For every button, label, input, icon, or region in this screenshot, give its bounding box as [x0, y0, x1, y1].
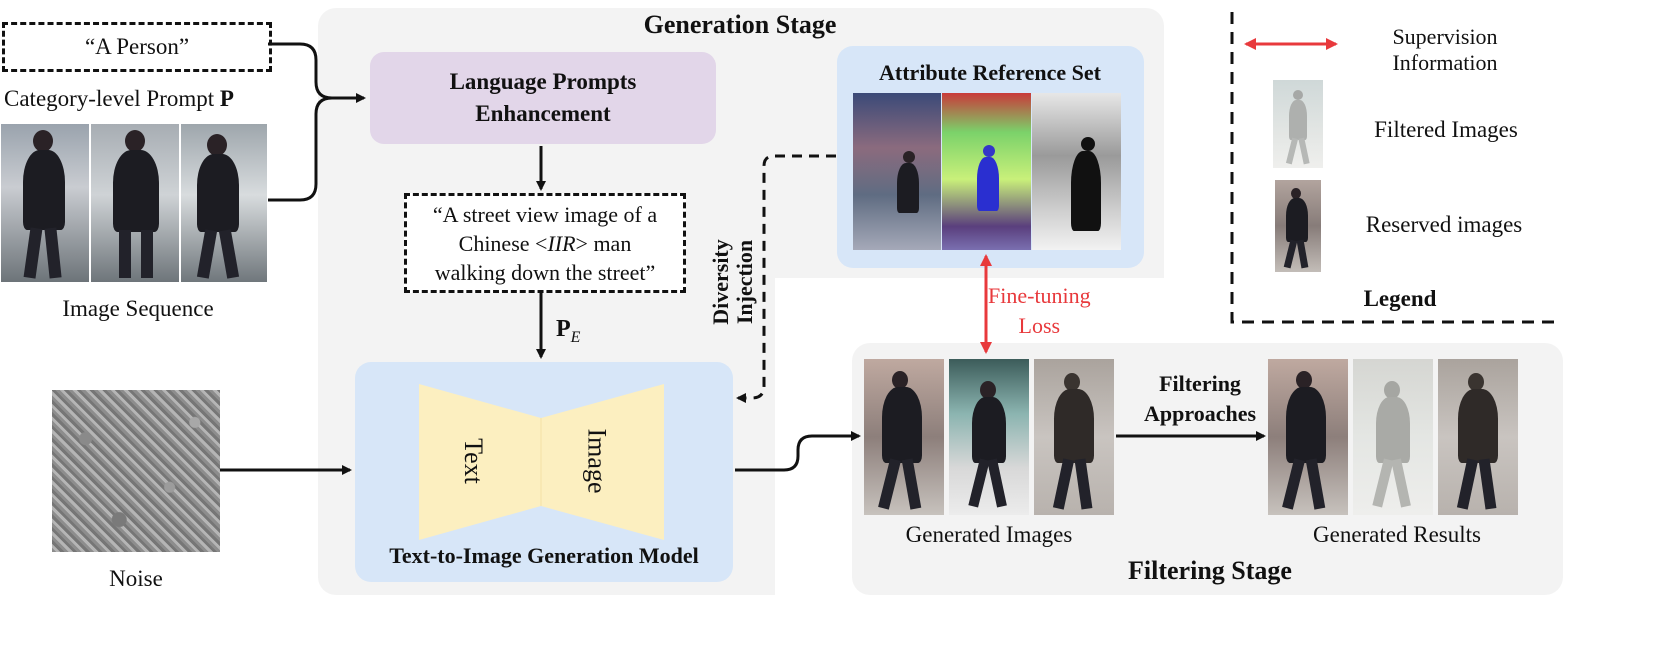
model-title: Text-to-Image Generation Model [389, 543, 699, 568]
prompt-to-enhancement-arrow [268, 42, 366, 103]
diversity-injection-arrow [736, 154, 836, 403]
category-prompt-label: Category-level Prompt P [4, 86, 234, 111]
legend-filtered-images-label: Filtered Images [1374, 117, 1518, 142]
sequence-to-enhancement-arrow [268, 96, 333, 202]
legend-frame [1230, 12, 1561, 324]
language-prompts-enhancement-box: Language Prompts Enhancement [370, 52, 716, 144]
noise-label: Noise [109, 566, 163, 591]
fine-tuning-loss-label: Fine-tuning Loss [988, 283, 1091, 338]
category-prompt-text: “A Person” [84, 34, 190, 59]
legend-supervision-label: Supervision Information [1392, 24, 1498, 75]
generated-images-label: Generated Images [905, 522, 1073, 547]
image-sequence-label: Image Sequence [62, 296, 214, 321]
enhanced-prompt-line1: “A street view image of a [432, 201, 658, 227]
legend-reserved-images-label: Reserved images [1365, 212, 1523, 237]
enhanced-prompt-line2: Chinese <IIR> man [458, 230, 632, 256]
legend-filtered-image [1273, 80, 1323, 168]
generated-images [864, 359, 1114, 515]
attribute-reference-title: Attribute Reference Set [879, 60, 1101, 85]
enhanced-prompt-line3: walking down the street” [434, 259, 656, 285]
attribute-reference-images [853, 93, 1121, 250]
noise-image [52, 390, 220, 552]
prompt-symbol-p: P [219, 86, 234, 111]
image-sequence [1, 124, 267, 282]
generated-results-label: Generated Results [1313, 522, 1481, 547]
generated-results [1268, 359, 1518, 515]
category-prompt-box: “A Person” [2, 22, 272, 72]
legend-reserved-image [1275, 180, 1321, 272]
filtering-stage-title: Filtering Stage [1128, 556, 1292, 585]
filtering-approaches-label: Filtering Approaches [1143, 371, 1257, 426]
pe-symbol: PE [556, 316, 581, 346]
legend-title: Legend [1363, 286, 1437, 311]
enhanced-prompt-box: “A street view image of a Chinese <IIR> … [404, 193, 686, 293]
generation-stage-title: Generation Stage [643, 10, 837, 39]
model-to-generated-arrow [735, 431, 861, 472]
